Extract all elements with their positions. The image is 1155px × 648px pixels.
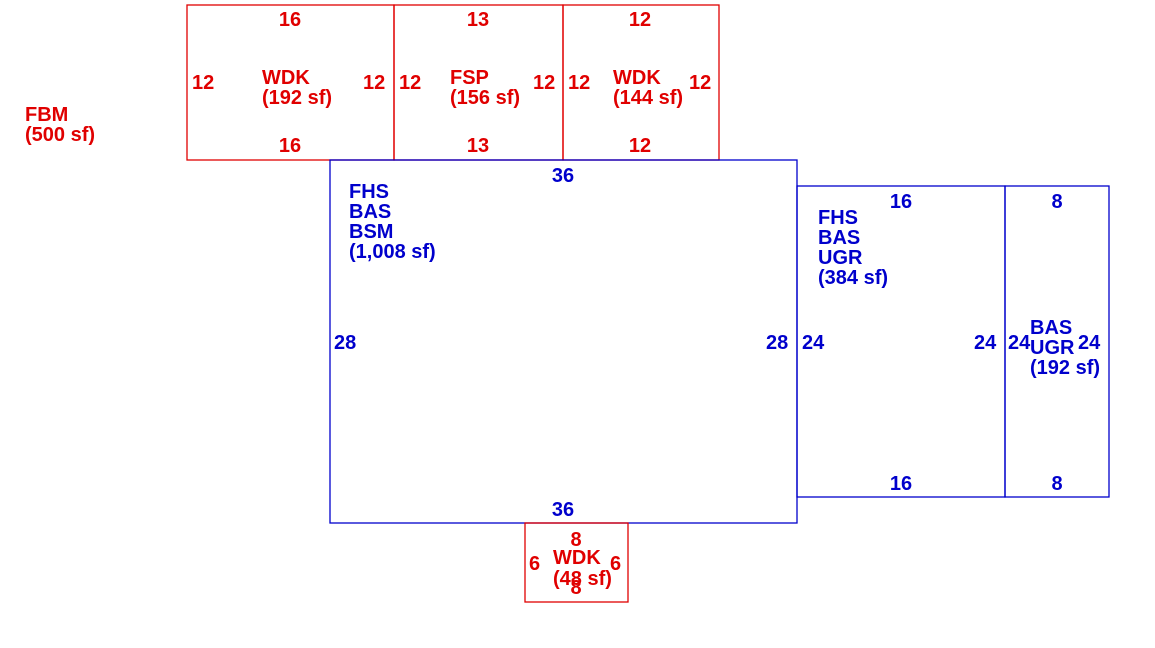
- fsp-top-dim: 13: [467, 9, 489, 31]
- main-bottom-dim: 36: [552, 499, 574, 521]
- wdk-right-bottom-dim: 12: [629, 135, 651, 157]
- fsp-section: 13 13 12 12 FSP (156 sf): [393, 4, 564, 161]
- wdk-left-bottom-dim: 16: [279, 135, 301, 157]
- east2-outline: [1004, 185, 1110, 498]
- main-top-dim: 36: [552, 165, 574, 187]
- east2-bottom-dim: 8: [1051, 473, 1062, 495]
- main-area: (1,008 sf): [349, 241, 436, 263]
- wdk-bottom-bottom-dim: 8: [570, 577, 581, 599]
- east2-area: (192 sf): [1030, 357, 1100, 379]
- east1-code-3: UGR: [818, 247, 863, 269]
- main-left-dim: 28: [334, 332, 356, 354]
- wdk-bottom-top-dim: 8: [570, 529, 581, 551]
- wdk-bottom-outline: [524, 522, 629, 603]
- east2-right-dim: 24: [1078, 332, 1101, 354]
- wdk-left-left-dim: 12: [192, 72, 214, 94]
- wdk-bottom-right-dim: 6: [610, 553, 621, 575]
- wdk-bottom-area: (48 sf): [553, 568, 612, 590]
- east1-area: (384 sf): [818, 267, 888, 289]
- fbm-code-label: FBM: [25, 104, 68, 126]
- fsp-area: (156 sf): [450, 87, 520, 109]
- main-code-2: BAS: [349, 201, 391, 223]
- east2-top-dim: 8: [1051, 191, 1062, 213]
- fsp-right-dim: 12: [533, 72, 555, 94]
- fsp-left-dim: 12: [399, 72, 421, 94]
- fsp-bottom-dim: 13: [467, 135, 489, 157]
- wdk-left-code: WDK: [262, 67, 310, 89]
- wdk-right-left-dim: 12: [568, 72, 590, 94]
- wdk-left-right-dim: 12: [363, 72, 385, 94]
- wdk-left-top-dim: 16: [279, 9, 301, 31]
- east1-section: 16 16 24 24 FHS BAS UGR (384 sf): [796, 185, 1006, 498]
- east1-left-dim: 24: [802, 332, 825, 354]
- east2-code-2: UGR: [1030, 337, 1075, 359]
- wdk-right-right-dim: 12: [689, 72, 711, 94]
- east1-right-dim: 24: [974, 332, 997, 354]
- wdk-left-area: (192 sf): [262, 87, 332, 109]
- main-code-3: BSM: [349, 221, 393, 243]
- east1-bottom-dim: 16: [890, 473, 912, 495]
- main-outline: [329, 159, 798, 524]
- wdk-right-top-dim: 12: [629, 9, 651, 31]
- fbm-area-label: (500 sf): [25, 124, 95, 146]
- east2-left-dim: 24: [1008, 332, 1031, 354]
- east2-section: 8 8 24 24 BAS UGR (192 sf): [1004, 185, 1110, 498]
- wdk-right-area: (144 sf): [613, 87, 683, 109]
- wdk-right-code: WDK: [613, 67, 661, 89]
- main-code-1: FHS: [349, 181, 389, 203]
- wdk-left-section: 16 16 12 12 WDK (192 sf): [186, 4, 395, 161]
- fsp-code: FSP: [450, 67, 489, 89]
- east1-code-2: BAS: [818, 227, 860, 249]
- east1-top-dim: 16: [890, 191, 912, 213]
- east2-code-1: BAS: [1030, 317, 1072, 339]
- wdk-bottom-code: WDK: [553, 547, 601, 569]
- main-right-dim: 28: [766, 332, 788, 354]
- wdk-right-section: 12 12 12 12 WDK (144 sf): [562, 4, 720, 161]
- east1-code-1: FHS: [818, 207, 858, 229]
- wdk-bottom-section: 8 8 6 6 WDK (48 sf): [524, 522, 629, 603]
- wdk-bottom-left-dim: 6: [529, 553, 540, 575]
- main-section: 36 36 28 28 FHS BAS BSM (1,008 sf): [329, 159, 798, 524]
